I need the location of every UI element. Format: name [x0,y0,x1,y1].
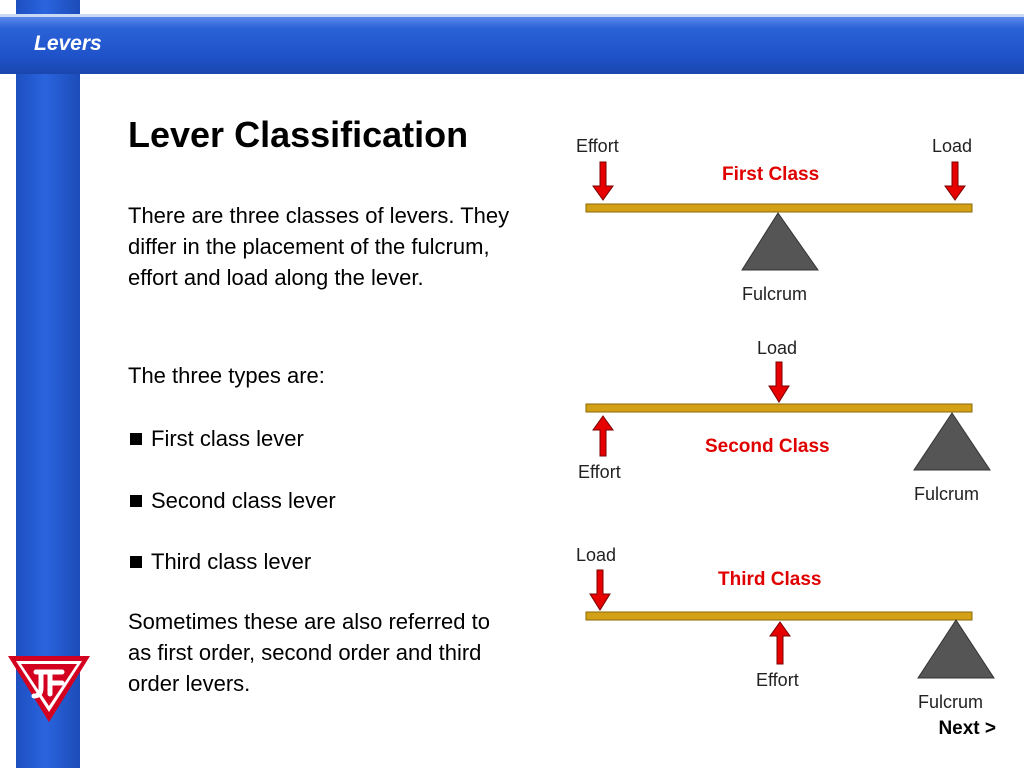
bullet-label: First class lever [151,426,304,451]
first-effort-arrow-icon [592,161,614,201]
second-class-label: Second Class [705,436,830,457]
first-load-label: Load [932,136,972,156]
header-title: Levers [34,32,102,55]
slide-title: Lever Classification [128,114,469,155]
square-bullet-icon [130,433,142,445]
types-intro: The three types are: [128,363,325,388]
third-class-diagram: Load Third Class Effort Fulcrum [576,545,995,712]
first-fulcrum-label: Fulcrum [742,284,807,304]
third-effort-arrow-icon [769,621,791,665]
next-link[interactable]: Next > [938,718,996,739]
third-fulcrum-label: Fulcrum [918,692,983,712]
first-load-arrow-icon [944,161,966,201]
header-band [0,14,1024,74]
bullet-second-class: Second class lever [130,488,336,514]
second-class-diagram: Load Effort Second Class Fulcrum [578,338,991,504]
third-load-arrow-icon [589,569,611,611]
first-fulcrum-icon [741,212,819,271]
first-beam [585,203,973,213]
third-fulcrum-icon [917,619,995,679]
logo-icon [8,656,90,722]
bullet-label: Second class lever [151,488,336,513]
third-load-label: Load [576,545,616,565]
second-beam [585,403,973,413]
first-effort-label: Effort [576,136,619,156]
second-fulcrum-label: Fulcrum [914,484,979,504]
square-bullet-icon [130,556,142,568]
first-class-label: First Class [722,164,819,185]
third-beam [585,611,973,621]
second-load-label: Load [757,338,797,358]
square-bullet-icon [130,495,142,507]
bullet-first-class: First class lever [130,426,304,452]
left-accent-bar [16,0,80,768]
first-class-diagram: Effort Load First Class Fulcrum [576,136,973,304]
closing-text: Sometimes these are also referred to as … [128,609,490,696]
second-effort-arrow-icon [592,415,614,457]
second-effort-label: Effort [578,462,621,482]
second-load-arrow-icon [768,361,790,403]
third-effort-label: Effort [756,670,799,690]
intro-text: There are three classes of levers. They … [128,203,510,290]
lever-classes-diagram: Effort Load First Class Fulcrum Load Eff… [576,136,995,712]
third-class-label: Third Class [718,569,821,590]
bullet-third-class: Third class lever [130,549,311,575]
second-fulcrum-icon [913,412,991,471]
bullet-label: Third class lever [151,549,312,574]
